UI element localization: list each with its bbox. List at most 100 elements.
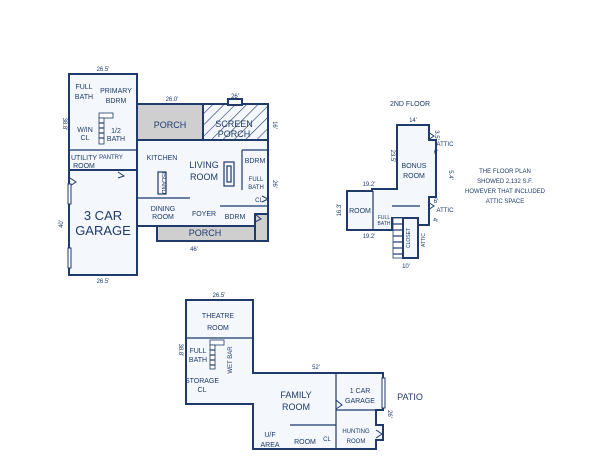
- basement-stairs: [209, 339, 225, 370]
- dim-2f-attic-mid: 6': [434, 150, 438, 156]
- living-block: [136, 139, 269, 227]
- dim-2f-attic-bottom: 4': [431, 218, 437, 222]
- label-hunting-2: ROOM: [347, 439, 366, 445]
- dim-2f-bottom: 19.2': [363, 234, 376, 240]
- label-half-bath-2: BATH: [107, 136, 125, 143]
- label-full-bath-right-2: BATH: [248, 185, 264, 191]
- label-patio: PATIO: [397, 392, 423, 402]
- dim-2f-stairs-bottom: 10': [402, 264, 410, 270]
- label-b-cl: CL: [323, 437, 331, 443]
- dim-porch-bottom: 46': [190, 247, 198, 253]
- label-half-bath-1: 1/2: [111, 128, 121, 135]
- door-attic-upper: [427, 131, 435, 141]
- label-bonus-room-1: BONUS: [402, 163, 427, 170]
- label-porch-bottom: PORCH: [189, 228, 222, 238]
- label-full-bath-right-1: FULL: [249, 177, 264, 183]
- label-full-bath-2: BATH: [75, 94, 93, 101]
- door-kitchen: [117, 171, 126, 179]
- fireplace: [223, 161, 235, 187]
- dim-garage-bottom: 26.5': [97, 279, 110, 285]
- fireplace-bump: [227, 98, 243, 106]
- dim-screen-right: 16': [271, 121, 277, 129]
- label-win-cl-2: CL: [81, 135, 90, 142]
- label-2f-full-bath-2: BATH: [378, 221, 391, 227]
- dim-garage-left: 40': [59, 220, 65, 228]
- garage-window-upper: [67, 183, 72, 205]
- label-dining-room-1: DINING: [151, 206, 176, 213]
- kitchen-island: [157, 171, 167, 195]
- door-garage-b: [335, 399, 343, 410]
- dim-b-left: 38.8': [177, 344, 183, 357]
- dim-2f-room-left: 16.3': [337, 204, 343, 217]
- main-floor: 26.5' 38.8' 26.0' 26' 16' 26' 40' 26.5' …: [59, 67, 277, 285]
- dim-2f-left: 23.5': [389, 150, 395, 163]
- second-floor: 2ND FLOOR 14' 23.5' 5.4' 19.2' 16.3' 19.…: [337, 101, 546, 270]
- label-b-full-bath-1: FULL: [189, 348, 206, 355]
- label-kitchen: KITCHEN: [147, 155, 178, 162]
- label-uf-2: AREA: [260, 442, 279, 449]
- label-full-bath-1: FULL: [75, 84, 92, 91]
- label-island: ISLAND: [160, 172, 166, 194]
- label-garage-2: GARAGE: [75, 223, 131, 238]
- label-pantry: PANTRY: [99, 155, 123, 161]
- dim-fireplace: 26': [231, 94, 239, 100]
- label-b-room: ROOM: [294, 439, 316, 446]
- label-bonus-room-2: ROOM: [403, 173, 425, 180]
- primary-stairs: [98, 112, 114, 145]
- dim-b-right: 26': [386, 410, 392, 418]
- dim-2f-mid: 19.2': [363, 182, 376, 188]
- label-2f-room: ROOM: [349, 208, 371, 215]
- label-bdrm-upper: BDRM: [245, 158, 266, 165]
- label-utility-room-2: ROOM: [73, 163, 95, 170]
- label-win-cl-1: W/IN: [77, 127, 93, 134]
- garage-block: [68, 169, 138, 276]
- dim-porch-top: 26.0': [166, 97, 179, 103]
- label-living-room-2: ROOM: [190, 172, 218, 182]
- note-line-1: THE FLOOR PLAN: [479, 169, 531, 175]
- label-utility-room-1: UTILITY: [71, 155, 97, 162]
- note-line-2: SHOWED 2,132 S.F.: [477, 179, 533, 185]
- door-closet: [261, 195, 270, 203]
- second-floor-stairs: [392, 217, 404, 259]
- note-line-3: HOWEVER THAT INCLUDED: [465, 189, 546, 195]
- dim-main-left: 38.8': [61, 118, 67, 131]
- garage-door-b: [381, 377, 386, 409]
- dim-2f-attic-top: 3.5': [433, 130, 439, 140]
- label-dining-room-2: ROOM: [152, 214, 174, 221]
- label-closet: CLOSET: [406, 228, 412, 248]
- label-bdrm-lower: BDRM: [225, 214, 246, 221]
- dim-2f-top: 14': [409, 118, 417, 124]
- label-family-2: ROOM: [282, 402, 310, 412]
- door-hunting: [375, 429, 383, 439]
- label-theatre-2: ROOM: [207, 325, 229, 332]
- dim-main-top: 26.5': [97, 67, 110, 73]
- label-storage-2: CL: [198, 387, 207, 394]
- label-garage-1: 3 CAR: [84, 208, 122, 223]
- dim-b-mid: 52': [312, 365, 320, 371]
- label-screen-porch-2: PORCH: [218, 129, 251, 139]
- label-primary-bdrm-1: PRIMARY: [100, 88, 132, 95]
- label-2f-full-bath-1: FULL: [378, 215, 390, 221]
- label-family-1: FAMILY: [280, 390, 311, 400]
- dim-b-top: 26.5': [213, 293, 226, 299]
- closet-block: [402, 217, 419, 259]
- label-b-garage-1: 1 CAR: [350, 388, 371, 395]
- basement-outline: [185, 299, 384, 450]
- dim-2f-right: 5.4': [447, 170, 453, 180]
- label-storage-1: STORAGE: [185, 378, 219, 385]
- label-b-full-bath-2: BATH: [189, 357, 207, 364]
- porch-bottom-side: [254, 213, 269, 242]
- label-porch-top: PORCH: [154, 120, 187, 130]
- label-screen-porch-1: SCREEN: [215, 119, 253, 129]
- label-attic-lower: ATTIC: [437, 208, 455, 214]
- label-b-garage-2: GARAGE: [345, 398, 375, 405]
- door-attic-lower: [427, 201, 435, 211]
- door-garage: [69, 177, 77, 187]
- label-theatre-1: THEATRE: [202, 313, 234, 320]
- note-line-4: ATTIC SPACE: [486, 199, 524, 205]
- dim-main-right: 26': [271, 180, 277, 188]
- basement-floor: 26.5' 38.8' 52' 26' THEATRE ROOM FULL BA…: [177, 293, 423, 450]
- label-wet-bar: WET BAR: [228, 346, 234, 374]
- label-uf-1: U/F: [264, 432, 275, 439]
